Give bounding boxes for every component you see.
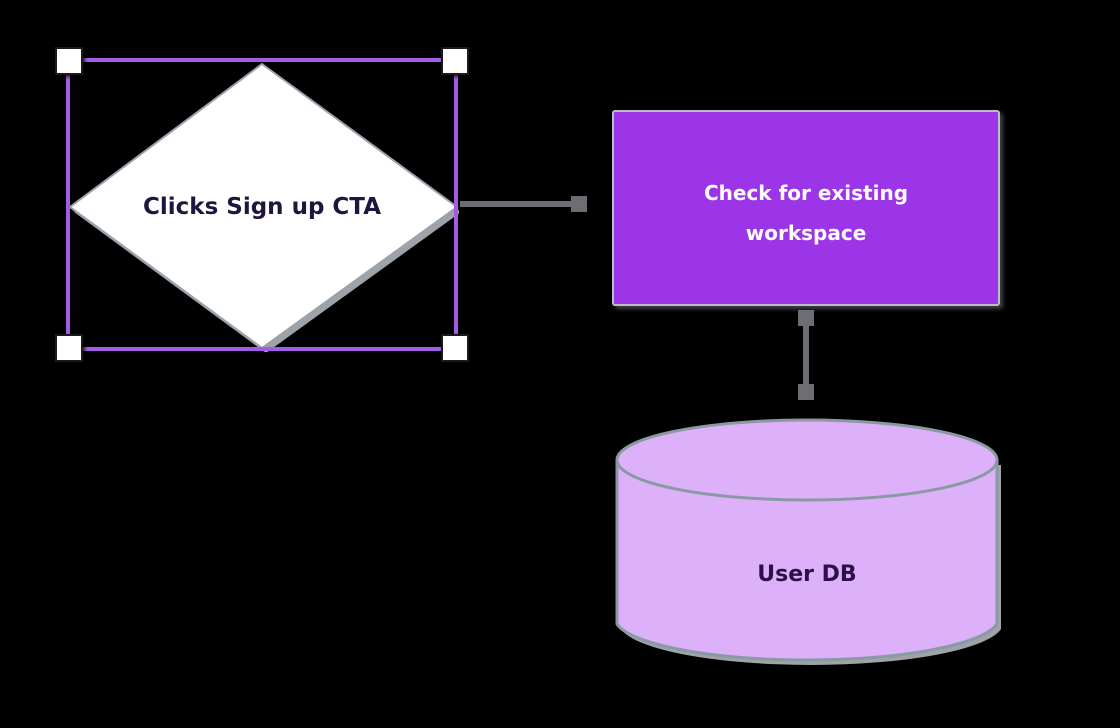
database-body[interactable] bbox=[615, 458, 999, 662]
connector-endpoint-square-right[interactable] bbox=[571, 196, 587, 212]
resize-handle-top-left[interactable] bbox=[55, 47, 83, 75]
connector-line-horizontal[interactable] bbox=[460, 201, 578, 207]
selection-outline-top bbox=[66, 58, 458, 62]
database-top-ellipse bbox=[615, 418, 999, 502]
connector-line-vertical[interactable] bbox=[803, 312, 809, 398]
resize-handle-bottom-left[interactable] bbox=[55, 334, 83, 362]
selection-outline-left bbox=[66, 58, 70, 350]
node-process-rectangle[interactable] bbox=[612, 110, 1000, 306]
resize-handle-bottom-right[interactable] bbox=[441, 334, 469, 362]
selection-outline-right bbox=[454, 58, 458, 350]
selection-outline-bottom bbox=[66, 347, 458, 351]
node-database-cylinder[interactable] bbox=[612, 418, 1002, 666]
decision-shape[interactable] bbox=[68, 62, 459, 350]
connector-endpoint-square-top[interactable] bbox=[798, 310, 814, 326]
resize-handle-top-right[interactable] bbox=[441, 47, 469, 75]
node-decision-diamond[interactable] bbox=[65, 60, 459, 352]
connector-endpoint-square-bottom[interactable] bbox=[798, 384, 814, 400]
